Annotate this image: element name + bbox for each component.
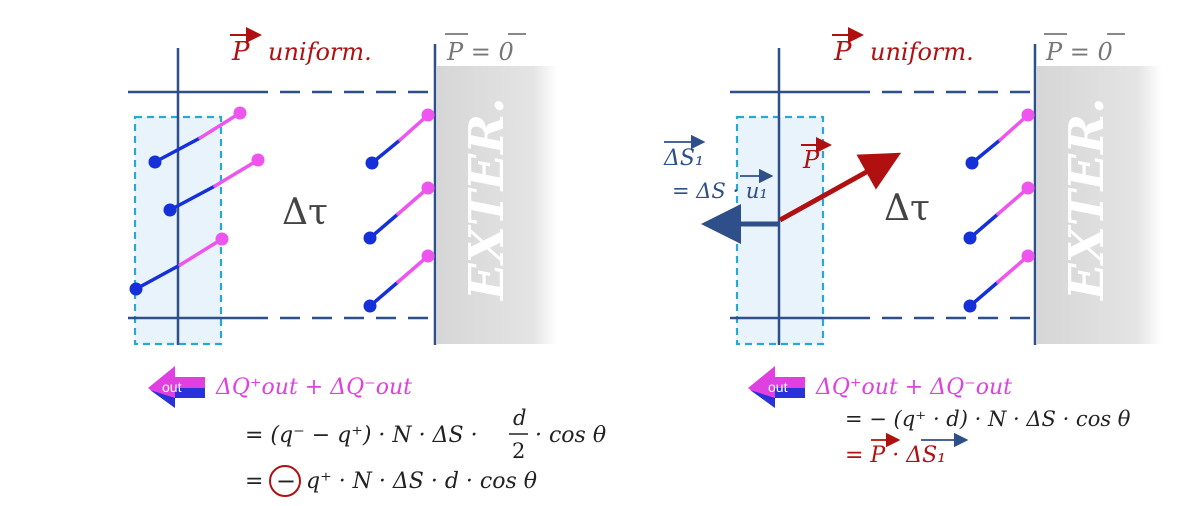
left-panel: EXTER. xyxy=(128,27,606,497)
right-dipoles-exterior xyxy=(963,108,1035,313)
left-volume-label: Δτ xyxy=(282,192,328,233)
left-exterior-label: EXTER. xyxy=(459,97,515,302)
right-ds1-definition: = ΔS · u₁ xyxy=(672,179,768,203)
left-circled-minus xyxy=(269,465,301,497)
left-eq2: = (q⁻ − q⁺) · N · ΔS · xyxy=(245,423,478,448)
left-exterior-region xyxy=(437,66,557,344)
left-eq3-start: = xyxy=(245,469,263,494)
left-p-zero-label: P = 0 xyxy=(446,38,514,66)
left-eq1: ΔQ⁺out + ΔQ⁻out xyxy=(215,375,412,400)
left-out-arrow-icon: out xyxy=(148,366,205,408)
right-frame xyxy=(730,44,1037,345)
right-out-arrow-icon: out xyxy=(748,366,805,408)
left-eq2-tail: · cos θ xyxy=(535,423,606,448)
left-eq3-circled: − xyxy=(276,467,296,495)
right-p-zero-label: P = 0 xyxy=(1045,38,1113,66)
right-eq2: = − (q⁺ · d) · N · ΔS · cos θ xyxy=(845,407,1131,431)
right-exterior-region xyxy=(1037,66,1162,344)
right-eq3: = P · ΔS₁ xyxy=(845,443,946,468)
left-eq2-den: 2 xyxy=(512,439,525,463)
right-exterior-label: EXTER. xyxy=(1059,97,1115,302)
left-out-label: out xyxy=(162,379,182,395)
right-uniform-label: uniform. xyxy=(870,38,974,66)
right-eq1: ΔQ⁺out + ΔQ⁻out xyxy=(815,375,1012,400)
right-panel: EXTER. P xyxy=(663,27,1162,468)
right-out-label: out xyxy=(768,379,788,395)
right-p-vector-arrow xyxy=(778,152,902,223)
left-eq3-rest: q⁺ · N · ΔS · d · cos θ xyxy=(306,469,537,494)
left-uniform-label: uniform. xyxy=(268,38,372,66)
left-dipoles-exterior xyxy=(363,108,435,313)
left-p-vector-label: P xyxy=(231,37,250,67)
left-frame xyxy=(128,44,437,345)
left-dipoles-surface xyxy=(129,106,265,296)
left-eq2-num: d xyxy=(513,406,526,430)
right-ds1-label: ΔS₁ xyxy=(663,146,704,171)
right-p-label: P xyxy=(833,37,852,67)
right-volume-label: Δτ xyxy=(884,188,930,229)
right-p-vector-label: P xyxy=(802,146,820,174)
